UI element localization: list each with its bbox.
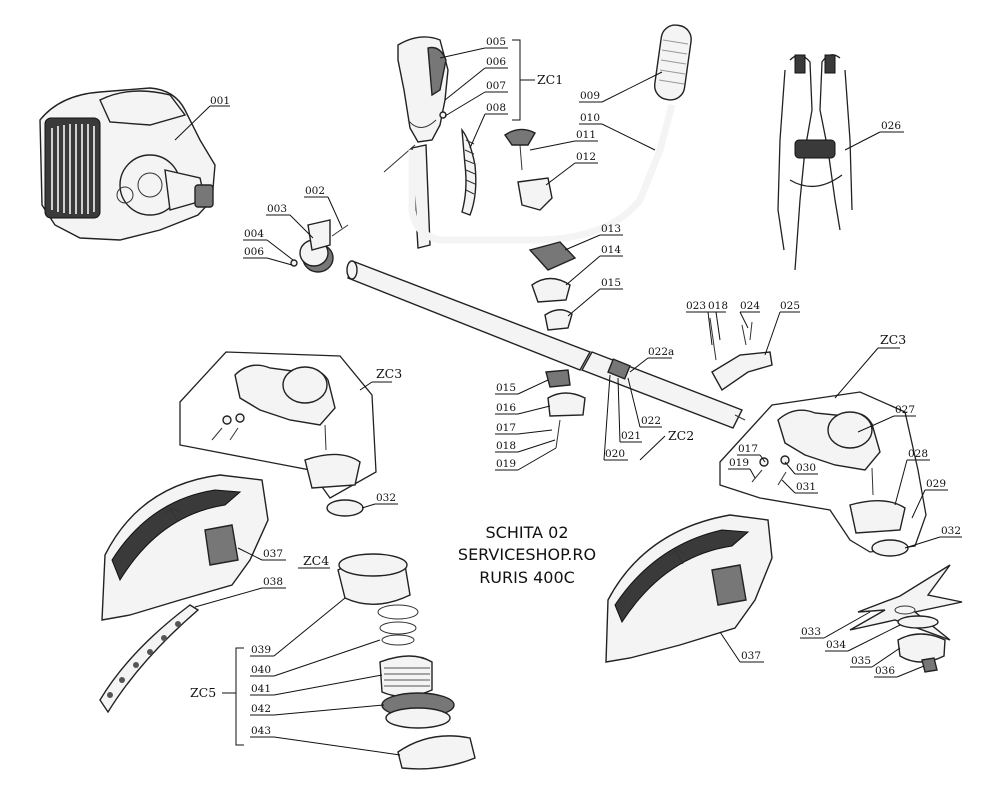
part-label-023: 023	[686, 300, 706, 312]
part-label-021: 021	[621, 430, 641, 442]
part-label-007: 007	[486, 80, 506, 92]
blade-drawing	[849, 564, 963, 673]
part-label-022a: 022a	[648, 346, 674, 358]
part-label-043: 043	[251, 725, 271, 737]
part-label-041: 041	[251, 683, 271, 695]
part-labels: 001 002 003 004 006 005 006 007 008 009 …	[210, 36, 961, 737]
part-label-018: 018	[496, 440, 516, 452]
part-label-039: 039	[251, 644, 271, 656]
part-label-019: 019	[729, 457, 749, 469]
part-label-014: 014	[601, 244, 621, 256]
part-label-030: 030	[796, 462, 816, 474]
part-label-017: 017	[738, 443, 758, 455]
part-label-035: 035	[851, 655, 871, 667]
guard-right-drawing	[605, 514, 773, 663]
title-line-1: SCHITA 02	[486, 523, 569, 542]
gearhead-left-drawing	[179, 351, 377, 517]
mid-clamp-drawing	[545, 369, 586, 449]
part-label-006: 006	[244, 246, 264, 258]
part-label-020: 020	[605, 448, 625, 460]
group-label-zc5: ZC5	[190, 685, 216, 700]
part-label-013: 013	[601, 223, 621, 235]
trimmer-head-drawing	[337, 553, 476, 770]
group-label-zc1: ZC1	[537, 72, 563, 87]
harness-drawing	[777, 54, 853, 271]
drive-shaft-drawing	[346, 260, 746, 429]
part-label-025: 025	[780, 300, 800, 312]
gearhead-right-drawing	[719, 391, 927, 557]
group-label-zc4: ZC4	[303, 553, 329, 568]
part-label-015: 015	[601, 277, 621, 289]
part-label-032: 032	[376, 492, 396, 504]
guard-bracket-drawing	[709, 317, 773, 392]
part-label-034: 034	[826, 639, 846, 651]
part-label-024: 024	[740, 300, 760, 312]
part-label-027: 027	[895, 404, 915, 416]
group-labels: ZC1 ZC2 ZC3 ZC3 ZC4 ZC5	[190, 72, 906, 700]
title-line-2: SERVICESHOP.RO	[458, 545, 596, 564]
group-label-zc3-left: ZC3	[376, 366, 402, 381]
part-label-019: 019	[496, 458, 516, 470]
part-label-038: 038	[263, 576, 283, 588]
leader-lines	[174, 39, 962, 756]
shaft-clamp-drawing	[528, 241, 577, 331]
handlebar-drawing	[408, 24, 692, 244]
part-label-026: 026	[881, 120, 901, 132]
part-label-004: 004	[244, 228, 264, 240]
diagram-title: SCHITA 02 SERVICESHOP.RO RURIS 400C	[458, 523, 596, 587]
part-label-022: 022	[641, 415, 661, 427]
part-label-005: 005	[486, 36, 506, 48]
part-label-028: 028	[908, 448, 928, 460]
title-line-3: RURIS 400C	[479, 568, 575, 587]
part-label-032: 032	[941, 525, 961, 537]
part-label-029: 029	[926, 478, 946, 490]
part-label-009: 009	[580, 90, 600, 102]
part-label-010: 010	[580, 112, 600, 124]
part-label-037: 037	[741, 650, 761, 662]
part-label-040: 040	[251, 664, 271, 676]
part-label-003: 003	[267, 203, 287, 215]
clamp-parts-drawing	[290, 219, 349, 273]
part-label-016: 016	[496, 402, 516, 414]
guard-left-drawing	[99, 474, 269, 714]
part-label-036: 036	[875, 665, 895, 677]
part-label-037: 037	[263, 548, 283, 560]
group-label-zc2: ZC2	[668, 428, 694, 443]
part-label-033: 033	[801, 626, 821, 638]
part-label-042: 042	[251, 703, 271, 715]
part-label-006: 006	[486, 56, 506, 68]
group-label-zc3-right: ZC3	[880, 332, 906, 347]
part-label-012: 012	[576, 151, 596, 163]
engine-drawing	[39, 87, 216, 241]
throttle-handle-drawing	[383, 36, 477, 249]
part-label-017: 017	[496, 422, 516, 434]
part-label-015: 015	[496, 382, 516, 394]
part-label-018: 018	[708, 300, 728, 312]
part-label-011: 011	[576, 129, 596, 141]
part-label-008: 008	[486, 102, 506, 114]
part-label-001: 001	[210, 95, 230, 107]
part-label-002: 002	[305, 185, 325, 197]
part-label-031: 031	[796, 481, 816, 493]
